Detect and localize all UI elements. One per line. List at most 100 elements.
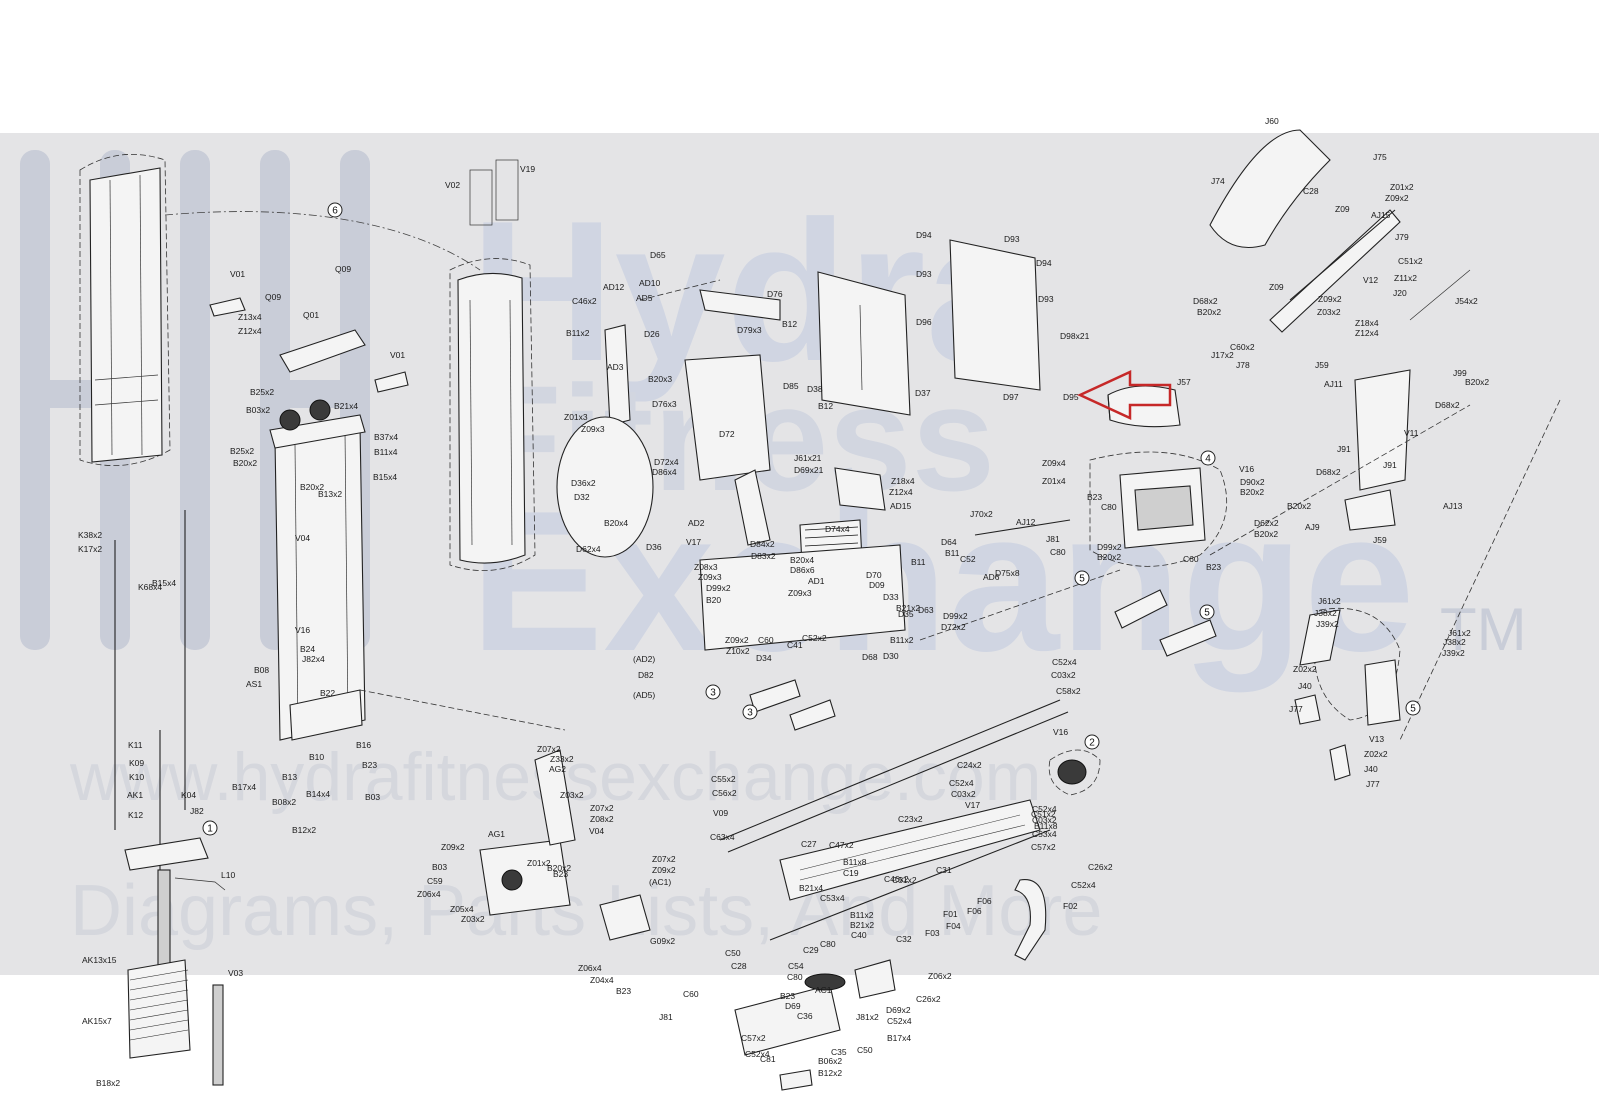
part-label: C28 bbox=[731, 961, 747, 971]
shroud-panel-left bbox=[79, 154, 171, 466]
part-label: V04 bbox=[295, 533, 310, 543]
hub-assembly bbox=[1048, 749, 1101, 796]
part-label: Z06x2 bbox=[928, 971, 952, 981]
part-label: D76x3 bbox=[652, 399, 677, 409]
part-label: C53x4 bbox=[820, 893, 845, 903]
part-label: Z06x4 bbox=[417, 889, 441, 899]
part-label: C29 bbox=[803, 945, 819, 955]
part-label: V17 bbox=[965, 800, 980, 810]
part-label: Z09x4 bbox=[1042, 458, 1066, 468]
part-label: C81 bbox=[760, 1054, 776, 1064]
part-label: B10 bbox=[309, 752, 324, 762]
part-label: D38 bbox=[807, 384, 823, 394]
part-label: AD1 bbox=[808, 576, 825, 586]
part-label: B11x2 bbox=[850, 910, 874, 920]
part-label: B25x2 bbox=[250, 387, 274, 397]
top-linkage bbox=[209, 297, 409, 431]
part-label: D32 bbox=[574, 492, 590, 502]
part-label: G09x2 bbox=[650, 936, 675, 946]
part-label: B12 bbox=[818, 401, 833, 411]
part-label: D35 bbox=[898, 609, 914, 619]
part-label: J91 bbox=[1337, 444, 1351, 454]
part-label: B08x2 bbox=[272, 797, 296, 807]
part-label: AD12 bbox=[603, 282, 625, 292]
part-label: C56x2 bbox=[712, 788, 737, 798]
part-label: D74x4 bbox=[825, 524, 850, 534]
part-label: B13 bbox=[282, 772, 297, 782]
part-label: AD15 bbox=[890, 501, 912, 511]
watermark-tm: TM bbox=[1440, 596, 1527, 663]
part-label: J78 bbox=[1236, 360, 1250, 370]
part-label: Z07x2 bbox=[590, 803, 614, 813]
part-label: Z03x2 bbox=[1317, 307, 1341, 317]
part-label: D68x2 bbox=[1316, 467, 1341, 477]
part-label: J82 bbox=[190, 806, 204, 816]
part-label: J39x2 bbox=[1316, 619, 1339, 629]
assembly-number-circle bbox=[1084, 734, 1100, 750]
part-label: B20x2 bbox=[1287, 501, 1311, 511]
part-label: B11 bbox=[911, 557, 926, 567]
part-label: Z06x4 bbox=[578, 963, 602, 973]
part-label: Q01 bbox=[303, 310, 319, 320]
part-label: L10 bbox=[221, 870, 235, 880]
part-label: B03 bbox=[432, 862, 447, 872]
part-label: C19 bbox=[843, 868, 859, 878]
part-label: J91 bbox=[1383, 460, 1397, 470]
part-label: J54x2 bbox=[1455, 296, 1478, 306]
part-label: Z03x2 bbox=[560, 790, 584, 800]
part-label: Z01x4 bbox=[1042, 476, 1066, 486]
part-label: B15x4 bbox=[373, 472, 397, 482]
part-label: D96 bbox=[916, 317, 932, 327]
part-label: V17 bbox=[686, 537, 701, 547]
part-label: V16 bbox=[295, 625, 310, 635]
part-label: AD2 bbox=[688, 518, 705, 528]
part-label: K68x4 bbox=[138, 582, 162, 592]
part-label: C50 bbox=[857, 1045, 873, 1055]
assembly-number: 4 bbox=[1205, 454, 1211, 465]
part-label: C80 bbox=[1101, 502, 1117, 512]
part-label: C26x2 bbox=[916, 994, 941, 1004]
assembly-number-circle bbox=[742, 704, 758, 720]
part-label: B12x2 bbox=[292, 825, 316, 835]
part-label: B11x2 bbox=[890, 635, 914, 645]
part-label: D97 bbox=[1003, 392, 1019, 402]
part-label: V02 bbox=[445, 180, 460, 190]
part-label: Z18x4 bbox=[891, 476, 915, 486]
upright-frame bbox=[269, 414, 366, 741]
part-label: AJ9 bbox=[1305, 522, 1320, 532]
part-label: C52x2 bbox=[802, 633, 827, 643]
part-label: C50 bbox=[725, 948, 741, 958]
part-label: C52 bbox=[960, 554, 976, 564]
part-label: D99x2 bbox=[1097, 542, 1122, 552]
part-label: D09 bbox=[869, 580, 885, 590]
part-label: F03 bbox=[925, 928, 940, 938]
part-label: C35 bbox=[831, 1047, 847, 1057]
part-label: D76 bbox=[767, 289, 783, 299]
part-label: V16 bbox=[1053, 727, 1068, 737]
part-label: Z03x2 bbox=[461, 914, 485, 924]
part-label: F01 bbox=[943, 909, 958, 919]
part-label: B22 bbox=[320, 688, 335, 698]
part-label: F02 bbox=[1063, 901, 1078, 911]
part-label: AD10 bbox=[639, 278, 661, 288]
part-label: D63 bbox=[918, 605, 934, 615]
part-label: C23x2 bbox=[898, 814, 923, 824]
part-label: Z18x4 bbox=[1355, 318, 1379, 328]
part-label: B23 bbox=[780, 991, 795, 1001]
part-label: Z09x3 bbox=[788, 588, 812, 598]
part-label: K12 bbox=[128, 810, 143, 820]
part-label: B11x8 bbox=[843, 857, 867, 867]
center-subframe bbox=[556, 289, 906, 651]
part-label: C52x4 bbox=[1052, 657, 1077, 667]
part-label: B20x2 bbox=[1254, 529, 1278, 539]
part-label: AD5 bbox=[636, 293, 653, 303]
part-label: B23 bbox=[1087, 492, 1102, 502]
part-label: V03 bbox=[228, 968, 243, 978]
part-label: Z04x4 bbox=[590, 975, 614, 985]
part-label: D68x2 bbox=[1435, 400, 1460, 410]
part-label: J77 bbox=[1289, 704, 1303, 714]
part-label: D62x4 bbox=[576, 544, 601, 554]
